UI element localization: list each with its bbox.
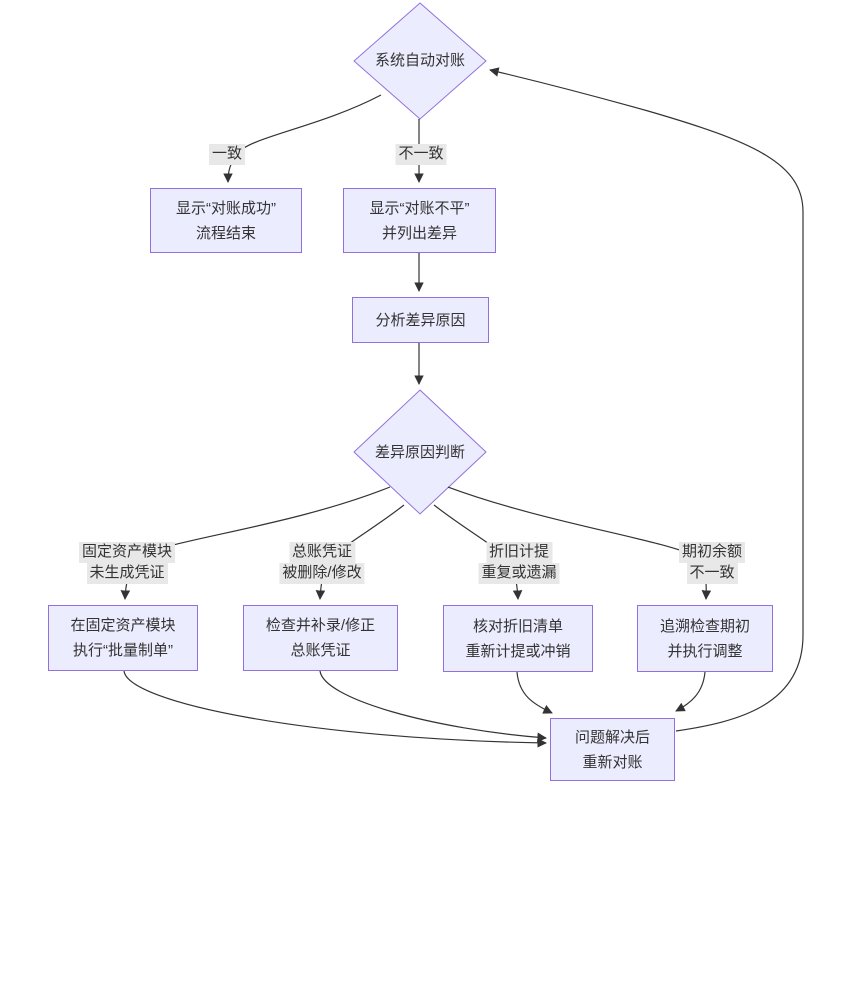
decision-auto-reconcile-shape	[353, 2, 487, 120]
node-re-reconcile: 问题解决后 重新对账	[550, 718, 675, 781]
edge-label-depreciation-cause-line2: 重复或遗漏	[478, 563, 560, 584]
edge-label-match: 一致	[208, 144, 246, 165]
decision-auto-reconcile-label: 系统自动对账	[374, 51, 465, 69]
node-analyze-label: 分析差异原因	[375, 311, 466, 329]
node-show-imbalance-line1: 显示“对账不平”	[369, 199, 470, 217]
edge-label-depreciation-cause-line1: 折旧计提	[485, 542, 553, 563]
edge-label-gl-voucher-cause-line2: 被删除/修改	[279, 563, 365, 584]
node-opening-balance-action-line1: 追溯检查期初	[659, 617, 750, 635]
decision-auto-reconcile: 系统自动对账	[354, 46, 486, 74]
edge-label-fixed-asset-cause-line2: 未生成凭证	[86, 563, 168, 584]
edge-gl-voucher-to-reconcile	[319, 670, 547, 743]
edge-label-opening-balance-cause-line2: 不一致	[686, 563, 738, 584]
edge-label-fixed-asset-cause-line1: 固定资产模块	[78, 542, 176, 563]
decision-cause-judge: 差异原因判断	[354, 438, 486, 466]
node-re-reconcile-line1: 问题解决后	[574, 728, 650, 746]
edge-label-match-text: 一致	[208, 144, 246, 165]
edge-label-depreciation-cause: 折旧计提 重复或遗漏	[478, 542, 560, 584]
node-depreciation-action-line1: 核对折旧清单	[472, 617, 563, 635]
node-fixed-asset-action-line2: 执行“批量制单”	[73, 642, 173, 659]
node-gl-voucher-action: 检查并补录/修正 总账凭证	[243, 605, 398, 671]
node-show-success-line1: 显示“对账成功”	[176, 199, 276, 217]
node-analyze: 分析差异原因	[352, 297, 489, 343]
decision-cause-judge-label: 差异原因判断	[374, 443, 465, 461]
edge-fixed-asset-to-reconcile	[123, 670, 547, 748]
edge-label-fixed-asset-cause: 固定资产模块 未生成凭证	[78, 542, 176, 584]
edge-opening-balance-to-reconcile	[675, 671, 706, 712]
edge-label-mismatch: 不一致	[395, 144, 447, 165]
node-fixed-asset-action-line1: 在固定资产模块	[70, 617, 176, 634]
decision-cause-judge-shape	[353, 389, 487, 515]
node-show-success: 显示“对账成功” 流程结束	[150, 188, 302, 253]
node-show-success-line2: 流程结束	[195, 224, 256, 242]
edge-label-gl-voucher-cause-line1: 总账凭证	[288, 542, 356, 563]
node-show-imbalance: 显示“对账不平” 并列出差异	[343, 188, 496, 253]
node-opening-balance-action: 追溯检查期初 并执行调整	[637, 605, 773, 672]
edge-label-opening-balance-cause: 期初余额 不一致	[678, 542, 746, 584]
node-gl-voucher-action-line1: 检查并补录/修正	[265, 617, 376, 634]
edge-match	[223, 94, 382, 183]
node-depreciation-action-line2: 重新计提或冲销	[465, 642, 571, 660]
edge-depreciation-to-reconcile	[516, 671, 553, 714]
edge-label-mismatch-text: 不一致	[395, 144, 447, 165]
node-gl-voucher-action-line2: 总账凭证	[290, 642, 351, 659]
edge-return-to-auto-reconcile	[489, 67, 804, 732]
node-opening-balance-action-line2: 并执行调整	[667, 642, 743, 660]
node-depreciation-action: 核对折旧清单 重新计提或冲销	[443, 605, 593, 672]
edge-label-gl-voucher-cause: 总账凭证 被删除/修改	[279, 542, 365, 584]
edge-label-opening-balance-cause-line1: 期初余额	[678, 542, 746, 563]
node-show-imbalance-line2: 并列出差异	[381, 224, 457, 242]
node-re-reconcile-line2: 重新对账	[582, 753, 643, 771]
node-fixed-asset-action: 在固定资产模块 执行“批量制单”	[48, 605, 198, 671]
